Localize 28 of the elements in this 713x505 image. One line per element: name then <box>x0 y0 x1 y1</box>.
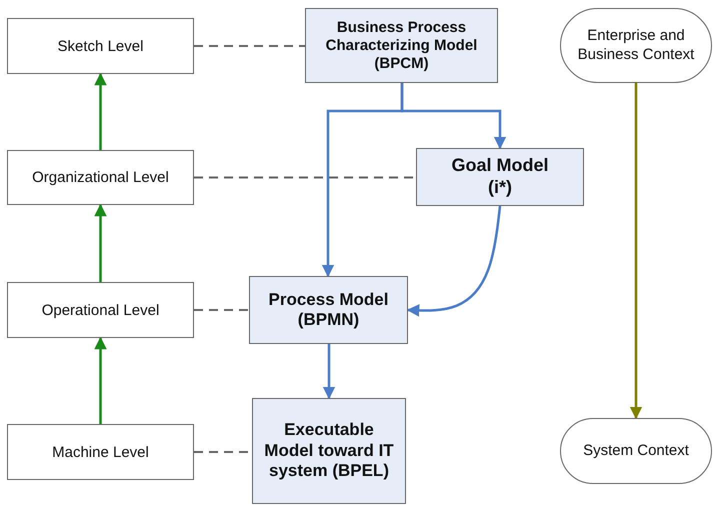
level-box <box>7 18 194 74</box>
model-box <box>305 8 498 83</box>
level-box <box>7 150 194 205</box>
arrow <box>322 344 336 400</box>
dashed-connector <box>194 45 305 47</box>
dashed-connector <box>194 176 416 178</box>
node-label: Machine Level <box>52 444 149 460</box>
arrow <box>630 83 642 420</box>
node-label: Business Process Characterizing Model (BPCM) <box>324 18 478 72</box>
node-label: Process Model (BPMN) <box>268 290 390 330</box>
dashed-connector <box>194 309 249 311</box>
level-box <box>7 282 194 338</box>
node-label: System Context <box>583 442 689 460</box>
arrow <box>322 83 404 278</box>
node-label: Organizational Level <box>32 169 169 186</box>
arrow <box>94 72 107 150</box>
model-box <box>416 148 584 206</box>
level-box <box>7 424 194 480</box>
node-label: Enterprise and Business Context <box>576 26 696 64</box>
model-box <box>249 276 408 344</box>
arrow <box>94 204 107 282</box>
node-label: Goal Model (i*) <box>450 155 550 199</box>
node-label: Executable Model toward IT system (BPEL) <box>263 420 395 482</box>
arrow <box>94 336 107 424</box>
model-box <box>252 398 406 504</box>
arrow <box>406 206 502 317</box>
node-label: Sketch Level <box>58 38 144 54</box>
node-label: Operational Level <box>42 302 160 318</box>
